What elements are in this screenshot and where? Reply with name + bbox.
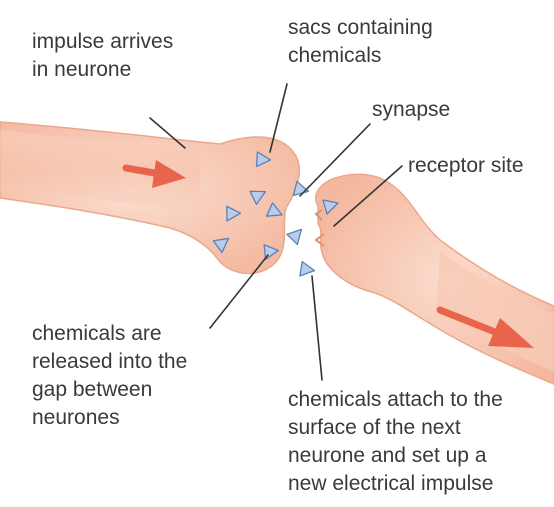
label-line: new electrical impulse	[288, 470, 503, 498]
label-line: in neurone	[32, 56, 173, 84]
label-line: chemicals attach to the	[288, 386, 503, 414]
label-line: receptor site	[408, 152, 524, 180]
label-line: chemicals	[288, 42, 433, 70]
label-line: sacs containing	[288, 14, 433, 42]
label-line: gap between	[32, 376, 187, 404]
label-line: impulse arrives	[32, 28, 173, 56]
leader-attach	[312, 276, 322, 380]
label-impulse-arrives: impulse arrives in neurone	[32, 28, 173, 84]
label-released: chemicals are released into the gap betw…	[32, 320, 187, 432]
label-line: neurones	[32, 404, 187, 432]
label-receptor-site: receptor site	[408, 152, 524, 180]
label-synapse: synapse	[372, 96, 450, 124]
label-line: released into the	[32, 348, 187, 376]
chemical-sac	[287, 227, 307, 247]
postsynaptic-neurone	[316, 174, 554, 384]
label-attach: chemicals attach to the surface of the n…	[288, 386, 503, 498]
label-line: neurone and set up a	[288, 442, 503, 470]
label-line: surface of the next	[288, 414, 503, 442]
label-line: chemicals are	[32, 320, 187, 348]
label-sacs: sacs containing chemicals	[288, 14, 433, 70]
label-line: synapse	[372, 96, 450, 124]
